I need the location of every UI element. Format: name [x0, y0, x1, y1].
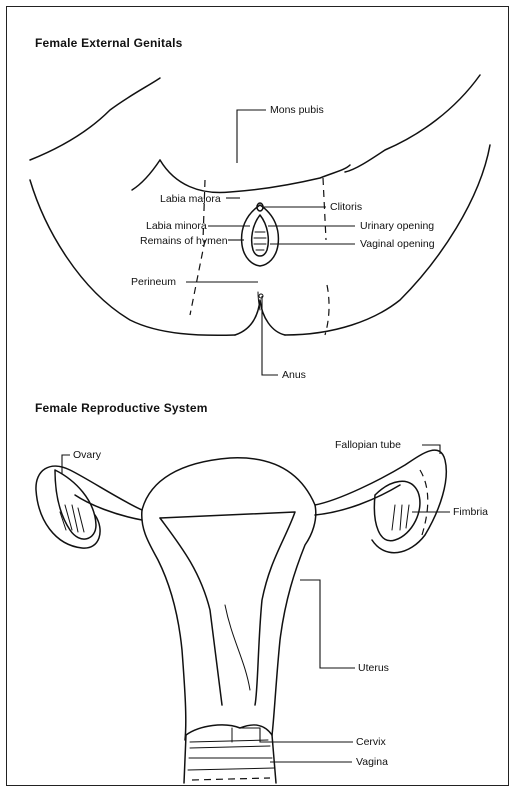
label-vagina: Vagina [356, 756, 388, 768]
label-perineum: Perineum [131, 276, 176, 288]
label-labia-majora: Labia majora [160, 193, 221, 205]
label-labia-minora: Labia minora [146, 220, 207, 232]
label-ovary: Ovary [73, 449, 101, 461]
label-cervix: Cervix [356, 736, 386, 748]
reproductive-drawing [36, 450, 446, 783]
label-anus: Anus [282, 369, 306, 381]
reproductive-leader-lines [62, 445, 450, 762]
label-fimbria: Fimbria [453, 506, 488, 518]
label-fallopian-tube: Fallopian tube [335, 439, 401, 451]
label-uterus: Uterus [358, 662, 389, 674]
external-genitals-drawing [30, 75, 490, 335]
label-remains-of-hymen: Remains of hymen [140, 235, 228, 247]
label-vaginal-opening: Vaginal opening [360, 238, 435, 250]
label-urinary-opening: Urinary opening [360, 220, 434, 232]
external-title: Female External Genitals [35, 36, 183, 50]
reproductive-title: Female Reproductive System [35, 401, 208, 415]
label-clitoris: Clitoris [330, 201, 362, 213]
label-mons-pubis: Mons pubis [270, 104, 324, 116]
